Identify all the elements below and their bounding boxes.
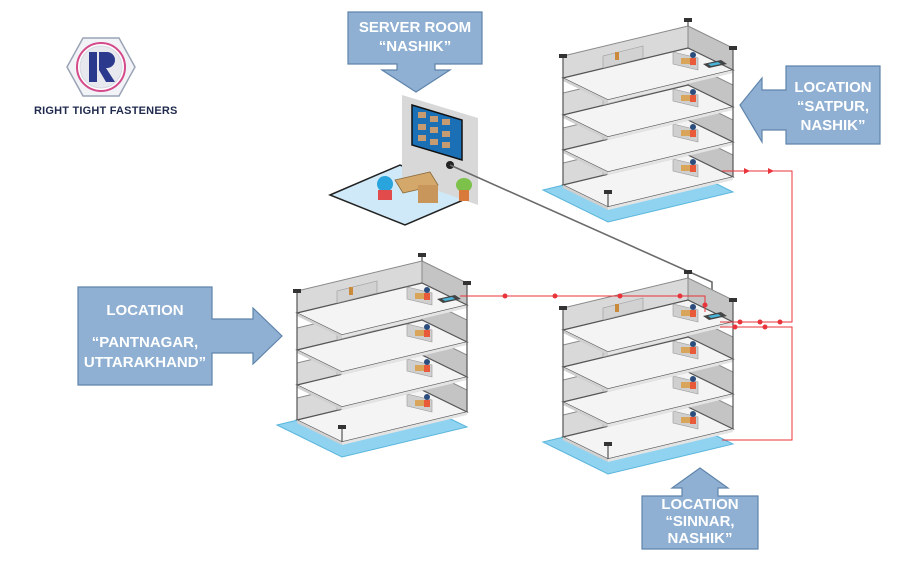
pantnagar-state: UTTARAKHAND” [83,354,207,371]
server-room-city: “NASHIK” [378,38,452,55]
sinnar-label: LOCATION “SINNAR, NASHIK” [642,496,758,547]
pantnagar-label: LOCATION “PANTNAGAR, UTTARAKHAND” [78,301,212,373]
satpur-title: LOCATION [794,79,872,96]
satpur-label: LOCATION “SATPUR, NASHIK” [786,78,880,135]
callout-pantnagar [77,286,283,386]
sinnar-name: “SINNAR, [665,513,735,530]
pantnagar-name: “PANTNAGAR, [91,334,199,351]
pantnagar-title: LOCATION [106,302,184,319]
building-satpur [543,18,737,222]
data-link-satpur-sinnar [720,170,793,441]
link-markers [502,168,783,330]
callout-satpur [739,65,881,145]
satpur-city: NASHIK” [800,117,866,134]
server-room-title: SERVER ROOM [358,19,472,36]
logo-emblem-icon [66,37,136,97]
sinnar-city: NASHIK” [667,530,733,547]
server-room-illustration [328,95,478,226]
callout-sinnar [641,467,759,550]
server-room-label: SERVER ROOM “NASHIK” [348,18,482,56]
company-name: RIGHT TIGHT FASTENERS [34,105,178,117]
satpur-name: “SATPUR, [796,98,870,115]
building-pantnagar [277,253,471,457]
callout-server-room [347,11,483,93]
building-sinnar [543,270,737,474]
sinnar-title: LOCATION [661,496,739,513]
